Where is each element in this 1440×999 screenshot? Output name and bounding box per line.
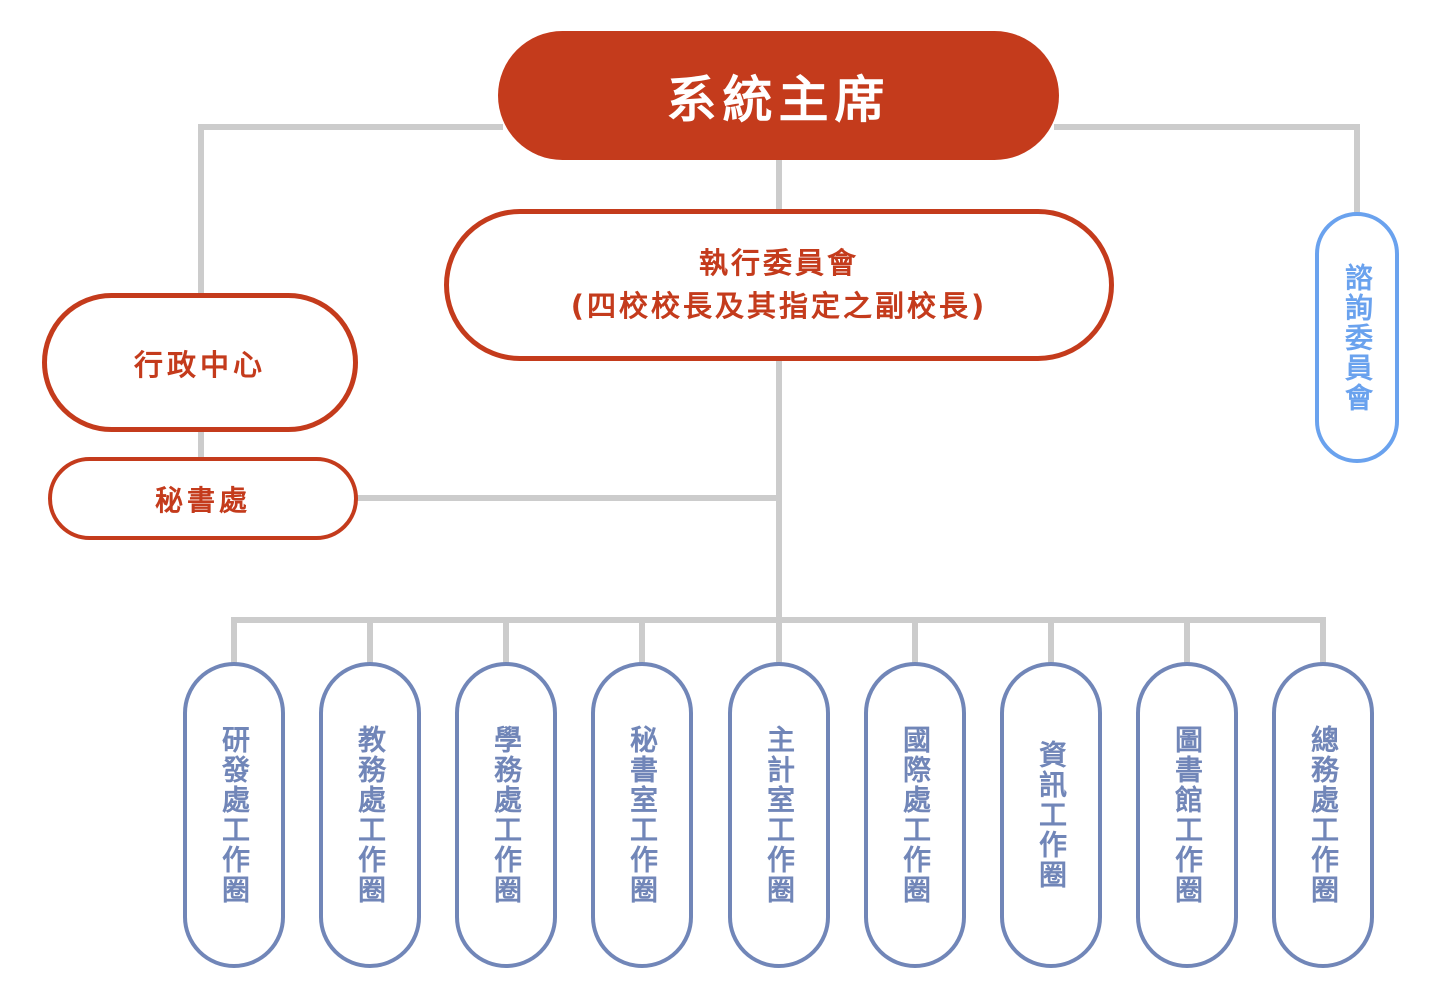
secretariat-node: 秘書處 xyxy=(48,457,358,540)
working-group-label: 主計室工作圈 xyxy=(763,725,796,905)
executive-committee-title: 執行委員會 xyxy=(698,246,859,280)
chair-label: 系統主席 xyxy=(666,70,891,129)
working-group-label: 教務處工作圈 xyxy=(354,725,387,905)
working-group-academic-affairs: 教務處工作圈 xyxy=(319,662,421,968)
working-group-library: 圖書館工作圈 xyxy=(1136,662,1238,968)
chair-node: 系統主席 xyxy=(498,31,1059,160)
working-group-label: 研發處工作圈 xyxy=(218,725,251,905)
admin-center-label: 行政中心 xyxy=(133,347,266,382)
advisory-committee-label: 諮詢委員會 xyxy=(1341,262,1374,413)
working-group-accounting: 主計室工作圈 xyxy=(728,662,830,968)
connector-chair-admin xyxy=(198,124,503,299)
advisory-committee-node: 諮詢委員會 xyxy=(1315,212,1399,463)
working-group-general-affairs: 總務處工作圈 xyxy=(1272,662,1374,968)
working-group-research: 研發處工作圈 xyxy=(183,662,285,968)
working-group-label: 學務處工作圈 xyxy=(490,725,523,905)
working-group-international: 國際處工作圈 xyxy=(864,662,966,968)
working-group-label: 總務處工作圈 xyxy=(1307,725,1340,905)
working-group-label: 圖書館工作圈 xyxy=(1171,725,1204,905)
working-group-secretariat-office: 秘書室工作圈 xyxy=(591,662,693,968)
working-group-label: 秘書室工作圈 xyxy=(626,725,659,905)
working-group-information: 資訊工作圈 xyxy=(1000,662,1102,968)
connector-chair-advisory xyxy=(1054,124,1360,217)
secretariat-label: 秘書處 xyxy=(154,483,251,517)
executive-committee-node: 執行委員會 (四校校長及其指定之副校長) xyxy=(444,209,1114,361)
working-group-student-affairs: 學務處工作圈 xyxy=(455,662,557,968)
working-group-label: 國際處工作圈 xyxy=(899,725,932,905)
admin-center-node: 行政中心 xyxy=(42,293,358,432)
executive-committee-subtitle: (四校校長及其指定之副校長) xyxy=(570,289,988,323)
working-group-label: 資訊工作圈 xyxy=(1035,740,1068,890)
